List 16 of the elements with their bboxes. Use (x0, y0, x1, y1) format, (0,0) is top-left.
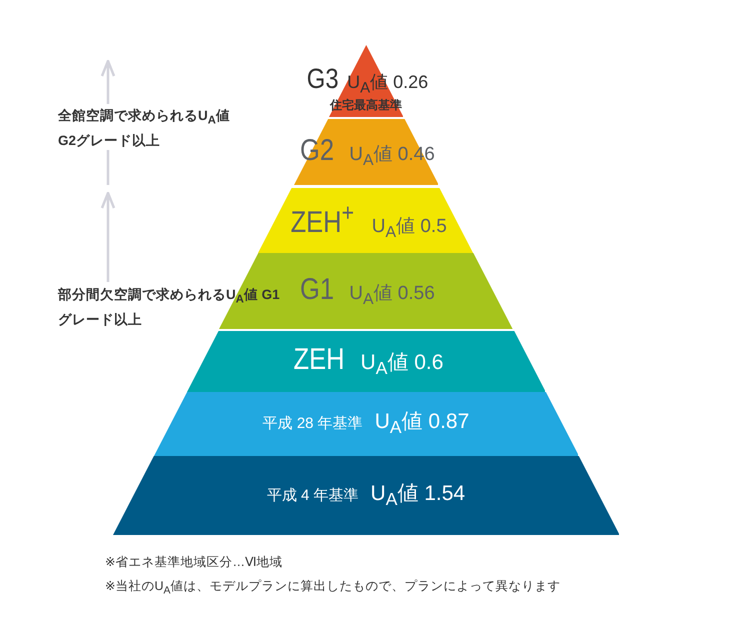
ua-value: U$_{A}$値 0.87 (374, 411, 470, 437)
ua-value: U$_{A}$値 0.5 (372, 216, 447, 240)
level-name: G3 (306, 65, 338, 94)
level-name: ZEH (293, 345, 344, 376)
footnote: ※省エネ基準地域区分…Ⅵ地域 (105, 554, 283, 571)
footnote: ※当社のU$_{A}$値は、モデルプランに算出したもので、プランによって異なります (105, 578, 560, 596)
ua-value: U$_{A}$値 1.54 (370, 482, 466, 508)
level-name: 平成 4 年基準 (266, 488, 359, 503)
level-name: 平成 28 年基準 (262, 416, 363, 432)
ua-value: U$_{A}$値 0.6 (360, 352, 444, 378)
side-note: 全館空調で求められるU$_{A}$値 G2グレード以上 (58, 107, 231, 150)
ua-value: U$_{A}$値 0.56 (349, 284, 435, 308)
ua-value: U$_{A}$値 0.26 (347, 73, 428, 96)
level-name: G1 (300, 274, 334, 305)
level-name: ZEH$^{+}$ (290, 200, 354, 238)
side-note: 部分間欠空調で求められるU$_{A}$値 G1グレード以上 (58, 286, 280, 329)
